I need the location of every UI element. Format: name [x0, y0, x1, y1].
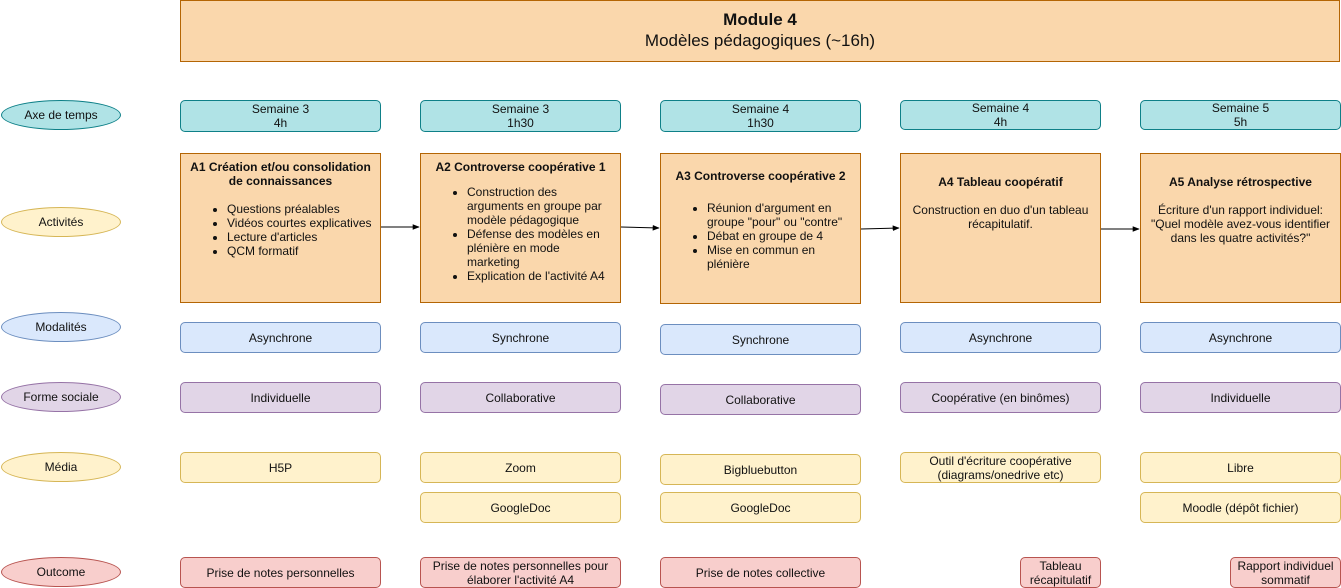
row-label-axe-de-temps: Axe de temps: [1, 100, 121, 130]
activity-item: Lecture d'articles: [227, 230, 372, 244]
module-title: Module 4: [723, 10, 797, 29]
modalite-box: Asynchrone: [900, 322, 1101, 353]
media-box: Outil d'écriture coopérative (diagrams/o…: [900, 452, 1101, 483]
outcome-box: Prise de notes personnelles pour élabore…: [420, 557, 621, 588]
media-box: H5P: [180, 452, 381, 483]
week-label: Semaine 3: [491, 102, 550, 116]
media-box: Zoom: [420, 452, 621, 483]
module-subtitle: Modèles pédagogiques (~16h): [644, 31, 876, 50]
week-duration: 1h30: [507, 116, 534, 130]
modalite-box: Asynchrone: [1140, 322, 1341, 353]
week-box: Semaine 3 4h: [180, 100, 381, 132]
modalite-box: Synchrone: [660, 324, 861, 355]
modalite-box: Synchrone: [420, 322, 621, 353]
media-box: Bigbluebutton: [660, 454, 861, 485]
forme-sociale-box: Individuelle: [180, 382, 381, 413]
media-box: Libre: [1140, 452, 1341, 483]
week-duration: 5h: [1233, 115, 1248, 129]
week-label: Semaine 5: [1211, 101, 1270, 115]
week-box: Semaine 5 5h: [1140, 100, 1341, 130]
flow-arrow-a3-a4: [860, 225, 900, 231]
week-duration: 1h30: [747, 116, 774, 130]
row-label-outcome: Outcome: [1, 557, 121, 587]
week-duration: 4h: [993, 115, 1008, 129]
row-label-activites: Activités: [1, 207, 121, 237]
activity-box: A4 Tableau coopératif Construction en du…: [900, 153, 1101, 303]
week-duration: 4h: [273, 116, 288, 130]
activity-item: Construction des arguments en groupe par…: [467, 185, 612, 227]
modalite-box: Asynchrone: [180, 322, 381, 353]
media-box: GoogleDoc: [660, 492, 861, 523]
media-box: GoogleDoc: [420, 492, 621, 523]
week-box: Semaine 4 4h: [900, 100, 1101, 130]
row-label-media: Média: [1, 452, 121, 482]
activity-title: A4 Tableau coopératif: [938, 175, 1063, 189]
activity-list: Questions préalables Vidéos courtes expl…: [189, 202, 372, 258]
activity-box: A5 Analyse rétrospective Écriture d'un r…: [1140, 153, 1341, 303]
activity-item: Questions préalables: [227, 202, 372, 216]
forme-sociale-box: Collaborative: [660, 384, 861, 415]
module-header: Module 4 Modèles pédagogiques (~16h): [180, 0, 1340, 62]
week-label: Semaine 4: [731, 102, 790, 116]
activity-title: A5 Analyse rétrospective: [1169, 175, 1312, 189]
activity-title: A2 Controverse coopérative 1: [435, 160, 606, 174]
activity-text: Écriture d'un rapport individuel: "Quel …: [1150, 203, 1330, 245]
activity-item: Mise en commun en plénière: [707, 243, 852, 271]
activity-item: Vidéos courtes explicatives: [227, 216, 372, 230]
activity-title: A1 Création et/ou consolidation de conna…: [190, 160, 371, 188]
outcome-box: Tableau récapitulatif: [1020, 557, 1101, 588]
outcome-box: Rapport individuel sommatif: [1230, 557, 1341, 588]
week-label: Semaine 4: [971, 101, 1030, 115]
forme-sociale-box: Coopérative (en binômes): [900, 382, 1101, 413]
activity-list: Réunion d'argument en groupe "pour" ou "…: [669, 201, 852, 271]
row-label-forme-sociale: Forme sociale: [1, 382, 121, 412]
forme-sociale-box: Individuelle: [1140, 382, 1341, 413]
activity-item: Défense des modèles en plénière en mode …: [467, 227, 612, 269]
activity-title: A3 Controverse coopérative 2: [675, 169, 846, 183]
media-box: Moodle (dépôt fichier): [1140, 492, 1341, 523]
row-label-modalites: Modalités: [1, 312, 121, 342]
activity-box: A1 Création et/ou consolidation de conna…: [180, 153, 381, 303]
week-box: Semaine 4 1h30: [660, 100, 861, 132]
forme-sociale-box: Collaborative: [420, 382, 621, 413]
activity-list: Construction des arguments en groupe par…: [429, 185, 612, 283]
activity-item: QCM formatif: [227, 244, 372, 258]
activity-item: Explication de l'activité A4: [467, 269, 612, 283]
flow-arrow-a2-a3: [620, 225, 660, 231]
activity-box: A2 Controverse coopérative 1 Constructio…: [420, 153, 621, 303]
week-box: Semaine 3 1h30: [420, 100, 621, 132]
activity-item: Réunion d'argument en groupe "pour" ou "…: [707, 201, 852, 229]
activity-box: A3 Controverse coopérative 2 Réunion d'a…: [660, 153, 861, 304]
activity-text: Construction en duo d'un tableau récapit…: [912, 203, 1089, 231]
outcome-box: Prise de notes collective: [660, 557, 861, 588]
activity-item: Débat en groupe de 4: [707, 229, 852, 243]
week-label: Semaine 3: [251, 102, 310, 116]
